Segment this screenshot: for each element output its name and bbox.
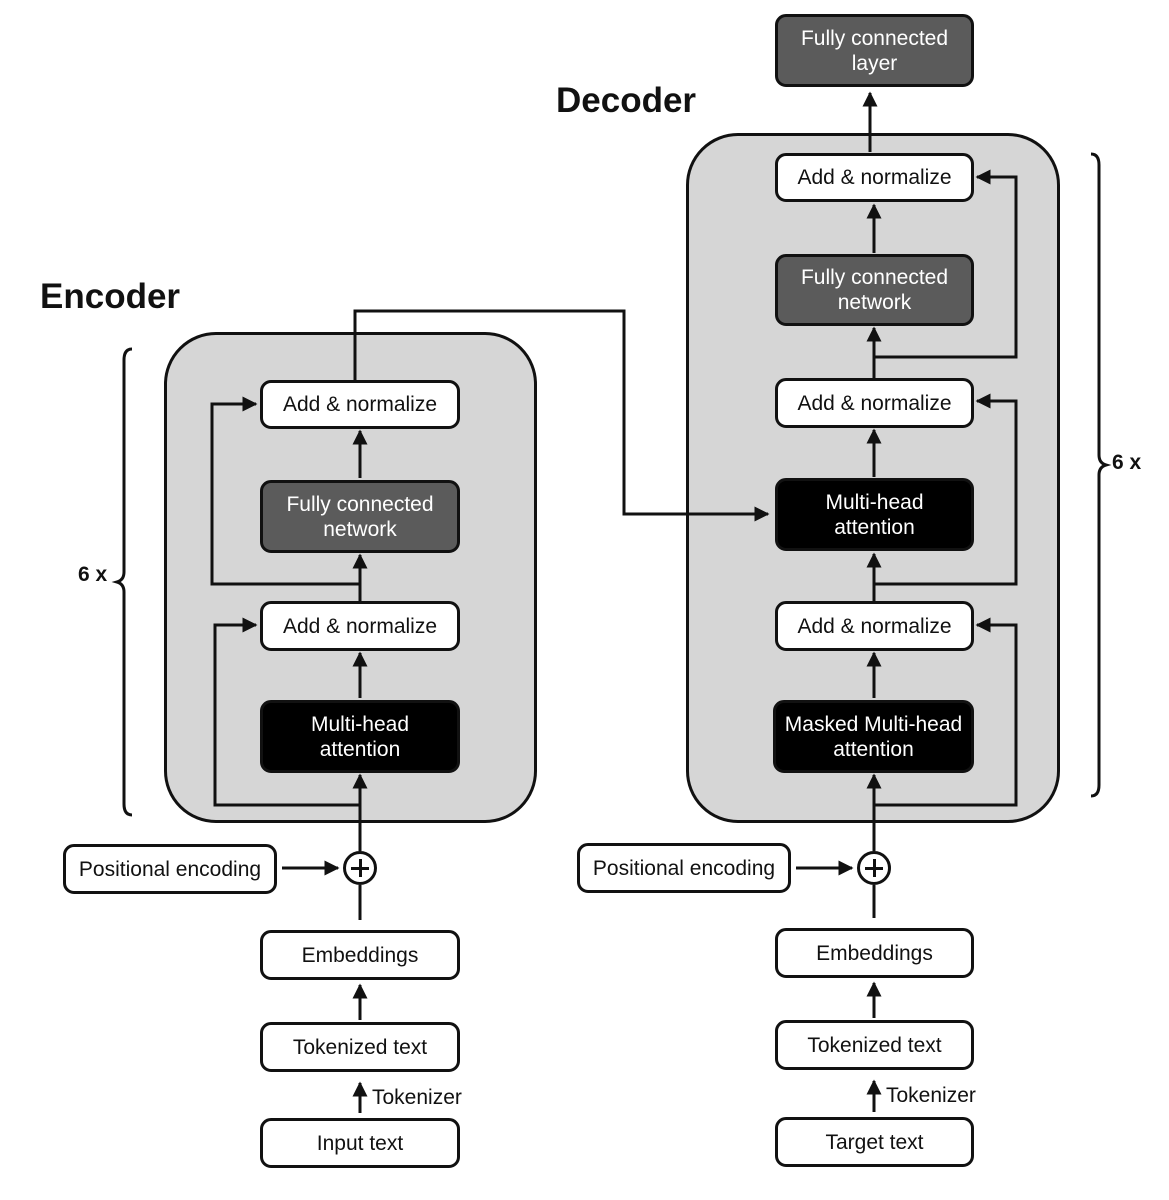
encoder-tokenized-text: Tokenized text <box>260 1022 460 1072</box>
encoder-add-normalize-bottom: Add & normalize <box>260 601 460 651</box>
decoder-repeat-label: 6 x <box>1112 451 1142 474</box>
arrow-dec-residual-1 <box>874 617 1018 807</box>
decoder-fully-connected-layer: Fully connected layer <box>775 14 974 87</box>
encoder-multi-head-attention: Multi-head attention <box>260 700 460 773</box>
decoder-add-plus-icon <box>857 851 891 885</box>
decoder-positional-encoding: Positional encoding <box>577 843 791 893</box>
decoder-tokenized-text: Tokenized text <box>775 1020 974 1070</box>
decoder-tokenizer-label: Tokenizer <box>886 1084 976 1107</box>
decoder-embeddings: Embeddings <box>775 928 974 978</box>
arrow-dec-residual-3 <box>874 169 1018 359</box>
decoder-brace <box>1090 152 1112 798</box>
encoder-add-plus-icon <box>343 851 377 885</box>
arrow-enc-residual-1 <box>213 617 360 807</box>
decoder-masked-multi-head-attention: Masked Multi-head attention <box>773 700 974 773</box>
encoder-add-normalize-top: Add & normalize <box>260 380 460 429</box>
decoder-title: Decoder <box>556 81 697 120</box>
decoder-add-normalize-mid: Add & normalize <box>775 378 974 428</box>
encoder-repeat-label: 6 x <box>78 563 108 586</box>
arrow-enc-residual-2 <box>210 396 360 586</box>
encoder-input-text: Input text <box>260 1118 460 1168</box>
encoder-embeddings: Embeddings <box>260 930 460 980</box>
decoder-add-normalize-top: Add & normalize <box>775 153 974 202</box>
encoder-positional-encoding: Positional encoding <box>63 844 277 894</box>
decoder-multi-head-attention: Multi-head attention <box>775 478 974 551</box>
encoder-tokenizer-label: Tokenizer <box>372 1086 462 1109</box>
decoder-fully-connected-network: Fully connected network <box>775 254 974 326</box>
decoder-add-normalize-bottom: Add & normalize <box>775 601 974 651</box>
encoder-title: Encoder <box>40 277 181 316</box>
decoder-target-text: Target text <box>775 1117 974 1167</box>
encoder-brace <box>111 347 133 817</box>
arrow-dec-residual-2 <box>874 393 1018 586</box>
encoder-fully-connected-network: Fully connected network <box>260 480 460 553</box>
arrow-encoder-to-decoder <box>353 309 770 522</box>
